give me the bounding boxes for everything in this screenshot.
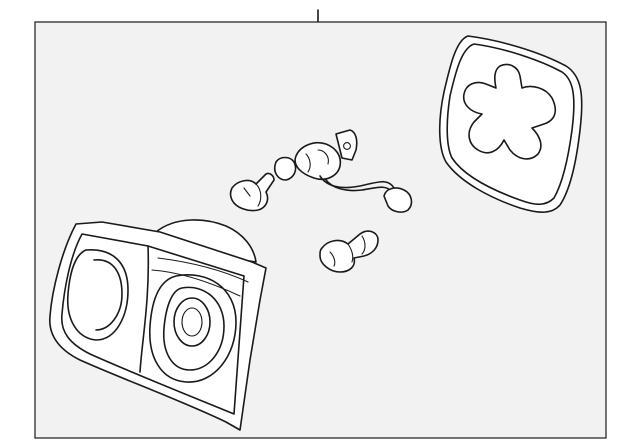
bulb [229,172,275,212]
bulb-socket [319,230,379,273]
tail-lamp-housing [49,219,267,431]
socket-and-wire-harness [273,129,413,213]
gasket-seal [438,35,583,213]
